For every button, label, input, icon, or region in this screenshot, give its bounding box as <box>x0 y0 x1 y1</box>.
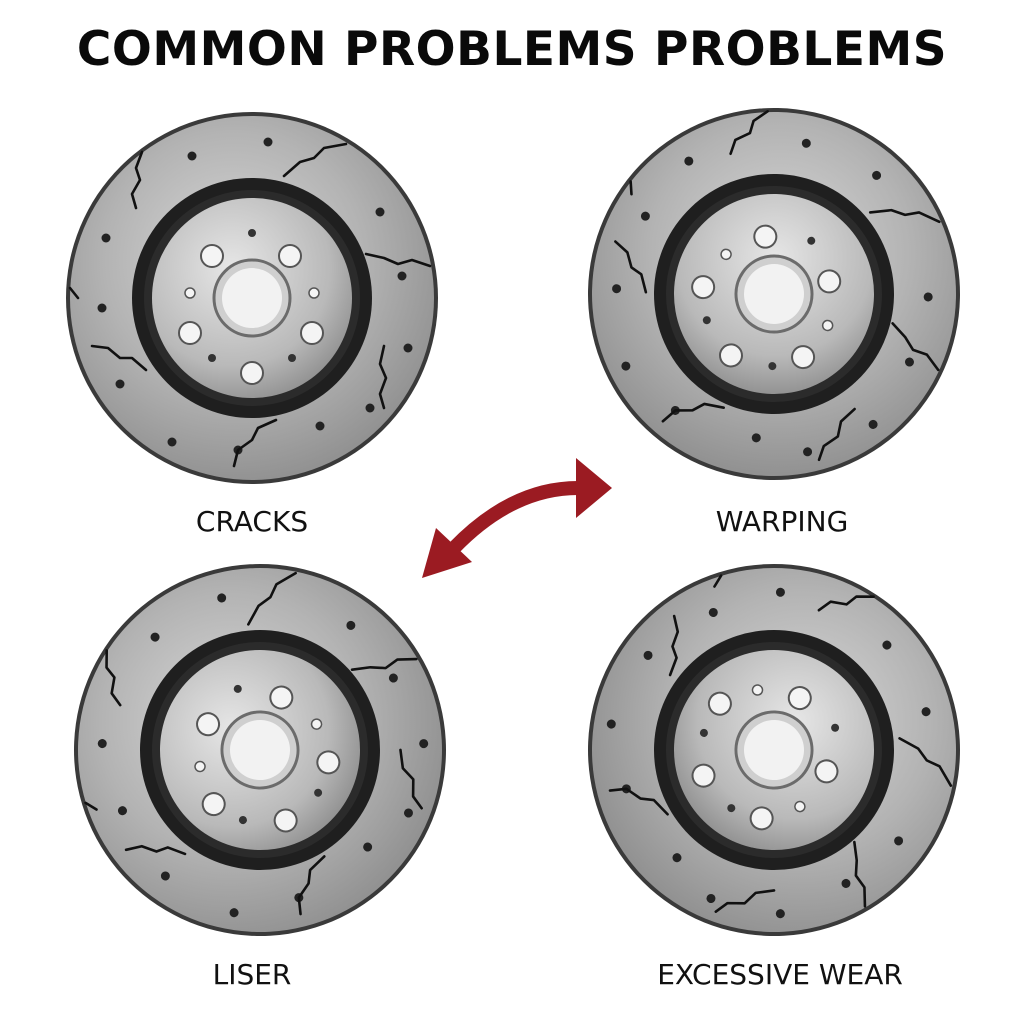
brake-rotor-icon <box>584 560 964 940</box>
curved-double-arrow-icon <box>422 458 612 578</box>
brake-rotor-excessive-wear-image <box>584 560 964 940</box>
label-cracks: CRACKS <box>195 505 309 538</box>
page-title: COMMON PROBLEMS PROBLEMS <box>76 22 948 77</box>
brake-rotor-icon <box>584 104 964 484</box>
brake-rotor-cracks-image <box>62 108 442 488</box>
brake-rotor-icon <box>62 108 442 488</box>
brake-rotor-liser-image <box>70 560 450 940</box>
brake-rotor-warping-image <box>584 104 964 484</box>
label-liser: LISER <box>212 958 292 991</box>
label-warping: WARPING <box>715 505 849 538</box>
brake-rotor-icon <box>70 560 450 940</box>
label-excessive-wear: EXCESSIVE WEAR <box>657 958 903 991</box>
